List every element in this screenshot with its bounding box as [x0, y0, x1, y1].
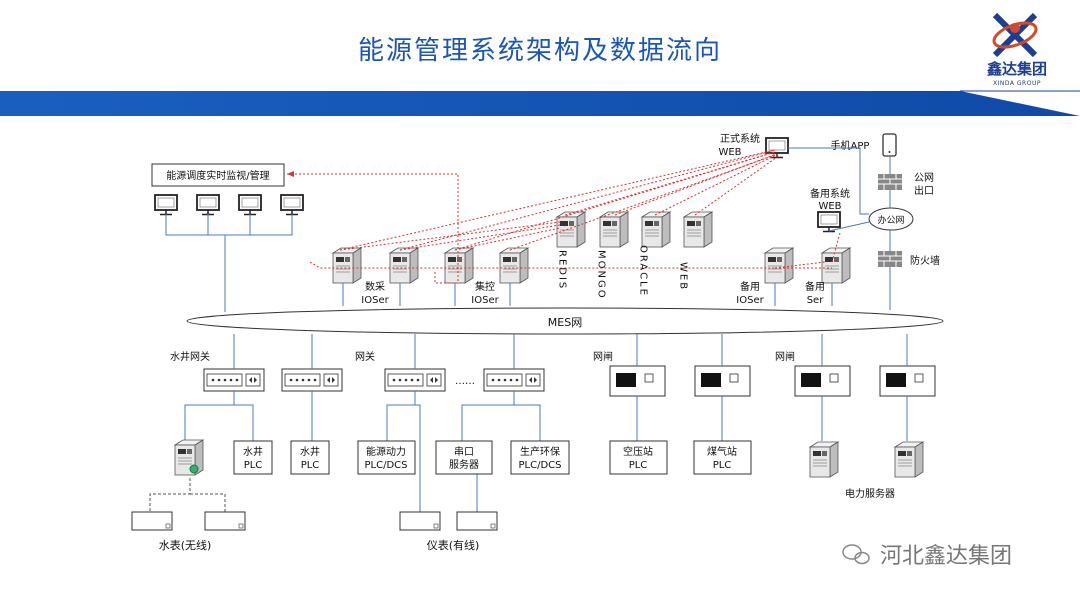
gateway-device-icon [609, 365, 666, 397]
acq-server-label-2: IOSer [361, 295, 389, 306]
mongo-label: MONGO [596, 250, 607, 300]
prod-web-label-1: 正式系统 [720, 132, 760, 145]
switch-icon [384, 368, 446, 392]
env-plc-label-1: 生产环保 [520, 445, 560, 458]
energy-plc-box [357, 440, 416, 475]
oracle-server-icon [641, 211, 671, 248]
env-plc-label-2: PLC/DCS [519, 460, 562, 471]
switch-icon [281, 368, 343, 392]
ctrl-server-label-1: 集控 [475, 280, 495, 293]
instrument-label: 仪表(有线) [427, 538, 480, 552]
public-net-label-2: 出口 [914, 184, 934, 197]
firewall-label: 防火墙 [910, 254, 940, 267]
well-plc-label-2b: PLC [301, 460, 320, 471]
backup-ioser-label-1: 备用 [740, 280, 760, 293]
ellipsis-label: …… [455, 376, 475, 387]
well-plc-label-1a: 水井 [243, 445, 263, 458]
redis-label: REDIS [557, 250, 568, 290]
backup-ser-label-2: Ser [807, 295, 825, 306]
web-label: WEB [678, 262, 689, 291]
gas-plc-box [693, 440, 752, 475]
mes-network-label: MES网 [548, 316, 582, 329]
ctrl-server-label-2: IOSer [471, 295, 499, 306]
gateway-device-icon [794, 365, 851, 397]
instrument-meter-icon [456, 511, 498, 531]
mes-network [186, 307, 944, 335]
gate-label-2: 网闸 [775, 350, 795, 363]
wechat-icon [842, 544, 870, 565]
energy-plc-label-1: 能源动力 [366, 445, 406, 458]
prod-web-label-2: WEB [718, 147, 741, 158]
water-meter-label: 水表(无线) [159, 538, 212, 552]
oracle-label: ORACLE [638, 245, 649, 297]
web-server-icon [683, 211, 713, 248]
gas-plc-label-1: 煤气站 [707, 445, 737, 458]
well-switch-icon [203, 368, 265, 392]
office-net-node [868, 207, 914, 231]
switch-icon [483, 368, 545, 392]
monitor-icon [280, 194, 304, 216]
server-icon [821, 247, 851, 284]
well-plc-label-1b: PLC [244, 460, 263, 471]
instrument-meter-icon [399, 511, 441, 531]
logo-text: 鑫达集团 [986, 60, 1047, 78]
serial-server-box [435, 440, 493, 475]
mobile-phone-icon [882, 133, 897, 157]
well-gateway-label: 水井网关 [170, 350, 210, 363]
gateway-device-icon [694, 365, 751, 397]
office-net-label: 办公网 [877, 214, 904, 226]
monitor-box [151, 163, 285, 187]
server-icon [332, 247, 362, 284]
server-icon [389, 247, 419, 284]
backup-ser-label-1: 备用 [805, 280, 825, 293]
acq-server-label-1: 数采 [365, 280, 385, 293]
serial-server-label-1: 串口 [454, 446, 474, 458]
logo-subtitle: XINDA GROUP [993, 80, 1041, 87]
redis-server-icon [556, 211, 586, 248]
power-server-label: 电力服务器 [845, 487, 895, 500]
well-plc-box [290, 440, 330, 475]
env-plc-box [510, 440, 570, 475]
firewall-icon [877, 173, 903, 191]
gas-plc-label-2: PLC [713, 460, 732, 471]
well-plc-label-2a: 水井 [300, 445, 320, 458]
backup-web-monitor-icon [817, 211, 841, 233]
server-icon [444, 247, 474, 284]
monitor-box-label: 能源调度实时监视/管理 [166, 169, 269, 182]
header-band [0, 90, 1080, 116]
water-meter-icon [204, 511, 246, 531]
power-server-icon [894, 441, 924, 478]
air-plc-box [609, 440, 668, 475]
server-icon [499, 247, 529, 284]
watermark-text: 河北鑫达集团 [880, 544, 1013, 569]
gateway-device-icon [879, 365, 936, 397]
wireless-indicator-icon [189, 464, 199, 474]
serial-server-label-2: 服务器 [449, 458, 479, 471]
backup-web-label-2: WEB [818, 201, 841, 212]
server-icon [764, 247, 794, 284]
power-server-icon [809, 441, 839, 478]
backup-ioser-label-2: IOSer [736, 295, 764, 306]
monitor-icon [154, 194, 178, 216]
mongo-server-icon [599, 211, 629, 248]
water-meter-icon [131, 511, 173, 531]
backup-web-label-1: 备用系统 [810, 187, 850, 200]
firewall-icon [877, 250, 903, 268]
gateway-label: 网关 [355, 350, 375, 363]
wireless-server-icon [174, 439, 204, 476]
gate-label-1: 网闸 [593, 350, 613, 363]
page-title: 能源管理系统架构及数据流向 [357, 36, 722, 66]
air-plc-label-2: PLC [629, 460, 648, 471]
well-plc-box [233, 440, 273, 475]
air-plc-label-1: 空压站 [623, 445, 653, 458]
energy-plc-label-2: PLC/DCS [365, 460, 408, 471]
monitor-icon [238, 194, 262, 216]
company-logo-icon [992, 12, 1038, 58]
public-net-label-1: 公网 [914, 172, 934, 184]
monitor-icon [196, 194, 220, 216]
mobile-app-label: 手机APP [831, 139, 870, 152]
